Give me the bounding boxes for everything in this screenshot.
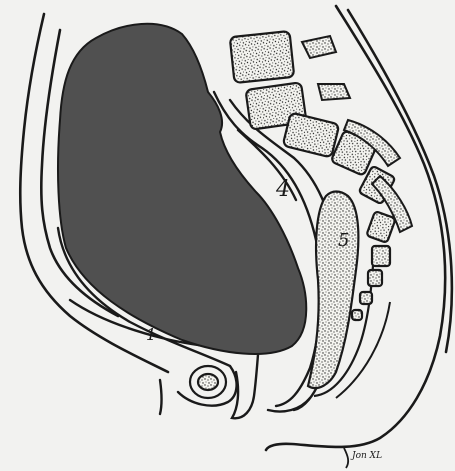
vertebra	[360, 292, 372, 304]
vertebra	[283, 112, 340, 157]
label-four: 4	[275, 177, 290, 202]
label-one: 1	[146, 325, 156, 344]
vertebra	[230, 31, 294, 83]
signature-text: Jon XL	[350, 451, 382, 461]
vertebra	[372, 246, 390, 266]
vertebra	[368, 270, 382, 286]
vertebra	[366, 211, 396, 243]
artist-signature: Jon XL	[344, 448, 382, 468]
urethral-structure	[190, 366, 226, 398]
label-five: 5	[338, 230, 349, 251]
vertebra	[352, 310, 362, 320]
